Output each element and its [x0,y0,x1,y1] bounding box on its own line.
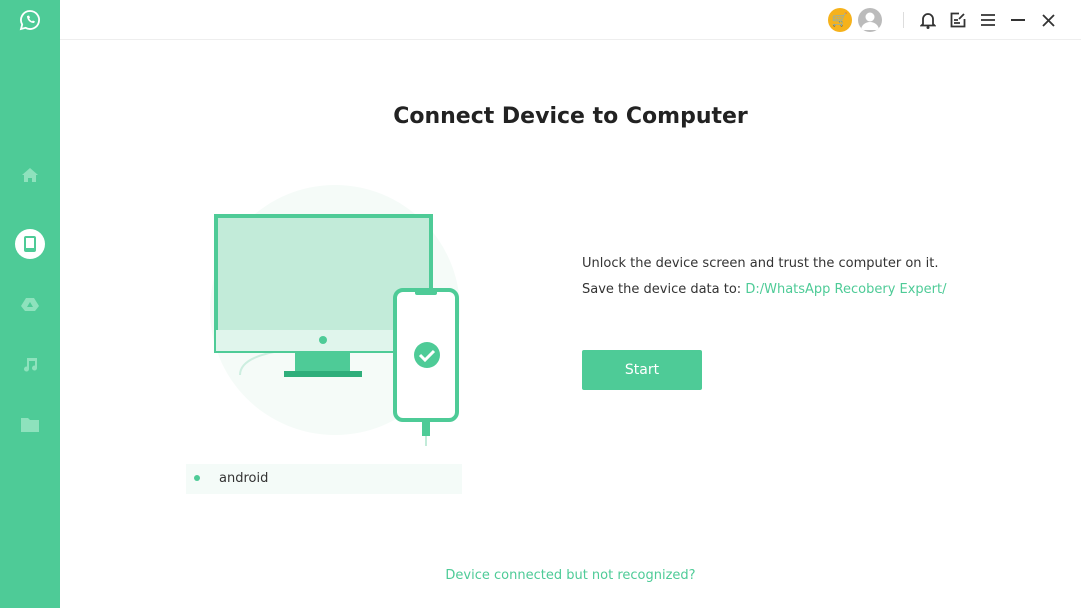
whatsapp-logo-icon [15,5,45,35]
account-button[interactable] [858,8,882,32]
divider [903,12,904,28]
cart-button[interactable]: 🛒 [828,8,852,32]
device-connection-illustration [210,185,460,446]
minimize-icon [1011,19,1025,21]
drive-icon [21,298,39,311]
phone-icon [24,236,36,252]
menu-icon [981,14,995,26]
save-path-label: Save the device data to: [582,282,742,297]
sidebar-item-drive[interactable] [15,289,45,319]
device-name: android [219,471,269,486]
cart-icon: 🛒 [831,12,849,28]
music-icon [24,358,38,372]
device-list-item[interactable]: android [186,464,462,494]
sidebar-item-music[interactable] [15,349,45,379]
edit-icon [950,12,966,28]
title-bar: 🛒 [60,0,1081,40]
notifications-button[interactable] [916,8,940,32]
minimize-button[interactable] [1006,8,1030,32]
help-link: Device connected but not recognized? [60,568,1081,583]
user-icon [861,12,879,30]
save-path-row: Save the device data to: D:/WhatsApp Rec… [582,282,947,297]
start-button[interactable]: Start [582,350,702,390]
sidebar [0,0,60,608]
save-path-link[interactable]: D:/WhatsApp Recobery Expert/ [745,282,947,297]
sidebar-item-device[interactable] [15,229,45,259]
page-title: Connect Device to Computer [393,104,748,129]
close-icon [1041,13,1055,27]
sidebar-item-folder[interactable] [15,409,45,439]
sidebar-item-home[interactable] [15,160,45,190]
close-button[interactable] [1036,8,1060,32]
status-dot [194,475,200,481]
folder-icon [21,418,39,432]
instruction-text: Unlock the device screen and trust the c… [582,256,939,271]
menu-button[interactable] [976,8,1000,32]
device-not-recognized-link[interactable]: Device connected but not recognized? [445,568,696,583]
feedback-button[interactable] [946,8,970,32]
home-icon [22,168,38,182]
bell-icon [920,13,936,29]
